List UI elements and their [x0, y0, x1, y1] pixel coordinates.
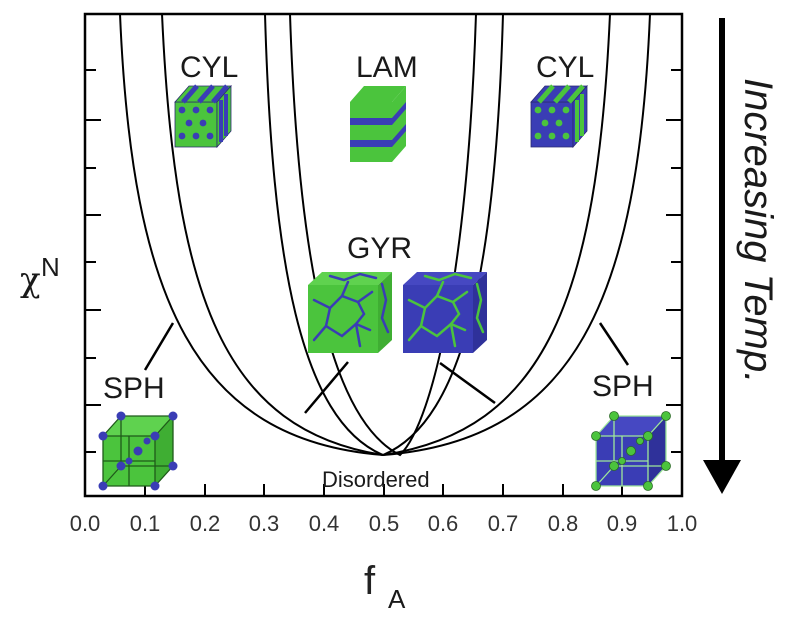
x-tick-label: 1.0 [667, 511, 698, 536]
sphere-morphology-cube-icon [591, 411, 671, 491]
label-gyr: GYR [347, 232, 412, 265]
x-axis-label: f [364, 559, 376, 603]
x-tick-labels: 0.0 0.1 0.2 0.3 0.4 0.5 0.6 0.7 0.8 0.9 … [70, 511, 698, 536]
down-arrow-icon [703, 18, 741, 494]
gyroid-morphology-cube-icon [403, 272, 487, 353]
label-lam: LAM [356, 51, 418, 84]
y-axis-label: χ [20, 260, 41, 300]
phase-boundaries [119, 14, 651, 457]
x-tick-label: 0.0 [70, 511, 101, 536]
x-tick-label: 0.6 [428, 511, 459, 536]
x-tick-label: 0.3 [249, 511, 280, 536]
x-tick-label: 0.8 [548, 511, 579, 536]
y-axis-ticks-right [666, 69, 682, 453]
x-tick-label: 0.7 [488, 511, 519, 536]
x-axis-label-subscript: A [388, 584, 406, 614]
leader-lines [143, 322, 630, 414]
increasing-temp-label: Increasing Temp. [736, 78, 780, 383]
label-sph-left: SPH [103, 372, 165, 405]
cylinder-morphology-cube-icon [530, 84, 588, 149]
x-axis-ticks [84, 484, 683, 496]
sphere-morphology-cube-icon [98, 411, 178, 491]
label-cyl-left: CYL [180, 51, 238, 84]
x-tick-label: 0.5 [369, 511, 400, 536]
gyroid-morphology-cube-icon [308, 272, 392, 353]
x-tick-label: 0.1 [130, 511, 161, 536]
boundary-lam-cyl [264, 14, 504, 457]
boundary-lam-gyr [289, 14, 477, 457]
lamellar-morphology-cube-icon [350, 86, 406, 162]
x-tick-label: 0.4 [309, 511, 340, 536]
y-axis-ticks-left [85, 69, 101, 453]
label-cyl-right: CYL [536, 51, 594, 84]
x-tick-label: 0.2 [190, 511, 221, 536]
cylinder-morphology-cube-icon [174, 84, 232, 149]
label-disordered: Disordered [322, 467, 430, 492]
y-axis-label-superscript: N [41, 252, 60, 282]
label-sph-right: SPH [592, 370, 654, 403]
x-tick-label: 0.9 [607, 511, 638, 536]
